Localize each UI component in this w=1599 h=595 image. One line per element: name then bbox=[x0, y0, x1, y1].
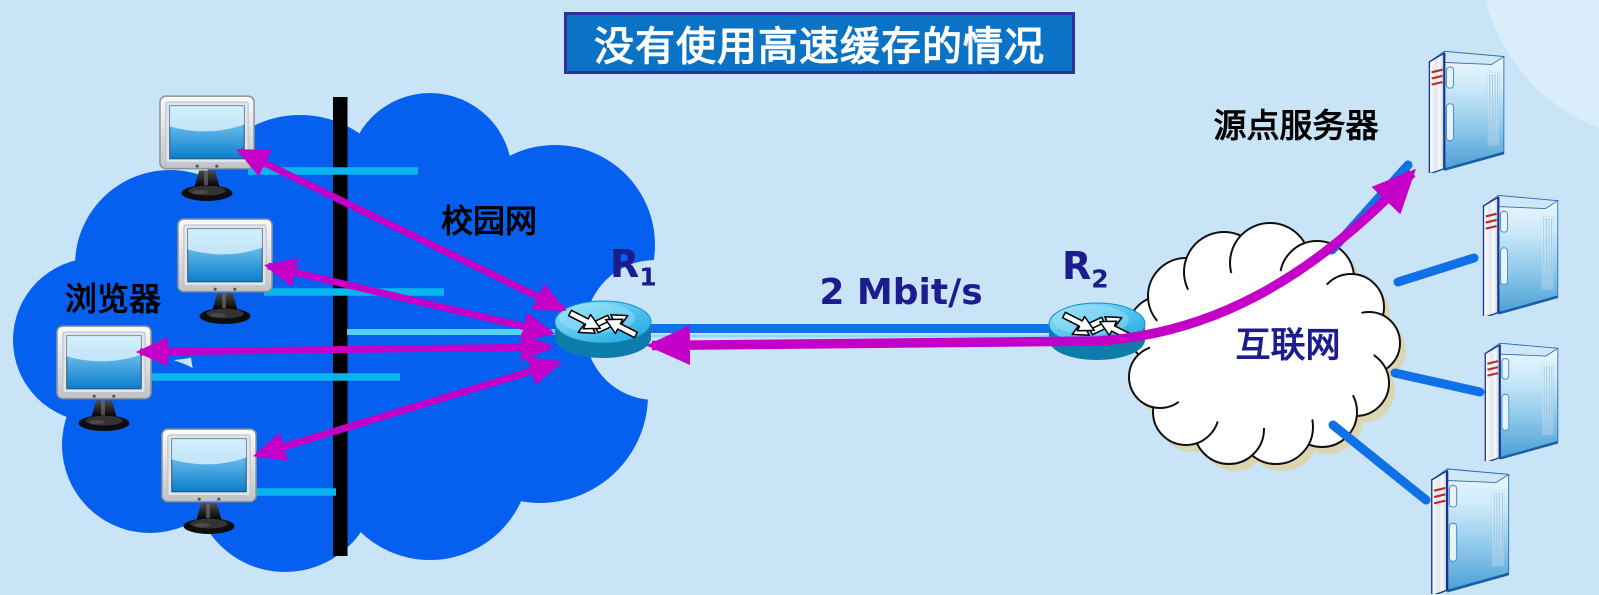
router-r2-label-base: R bbox=[1062, 244, 1092, 288]
wan-link bbox=[650, 324, 1100, 338]
origin-servers-label: 源点服务器 bbox=[1213, 106, 1379, 145]
origin-server-icon bbox=[1482, 194, 1560, 316]
router-r1-icon bbox=[555, 301, 651, 358]
title-text: 没有使用高速缓存的情况 bbox=[594, 24, 1045, 70]
internet-label: 互联网 bbox=[1235, 326, 1341, 366]
origin-server-icon bbox=[1428, 49, 1506, 173]
origin-server-icon bbox=[1430, 467, 1511, 594]
browsers-label: 浏览器 bbox=[64, 280, 161, 318]
router-r2-label-sub: 2 bbox=[1091, 264, 1109, 294]
router-r1-label-sub: 1 bbox=[639, 262, 657, 292]
http-flow-arrows bbox=[135, 147, 1416, 461]
link-bandwidth-label: 2 Mbit/s bbox=[819, 272, 983, 313]
router-r2-label: R2 bbox=[1062, 244, 1109, 292]
router-r2-icon bbox=[1049, 303, 1145, 360]
origin-server-icon bbox=[1484, 341, 1560, 461]
corner-highlight bbox=[1485, 0, 1599, 128]
title-banner: 没有使用高速缓存的情况 bbox=[564, 12, 1075, 74]
router-r1-label-base: R bbox=[610, 242, 640, 286]
campus-network-label: 校园网 bbox=[440, 202, 537, 240]
router-r1-label: R1 bbox=[610, 242, 657, 290]
wan-flow-arrow bbox=[646, 168, 1416, 366]
